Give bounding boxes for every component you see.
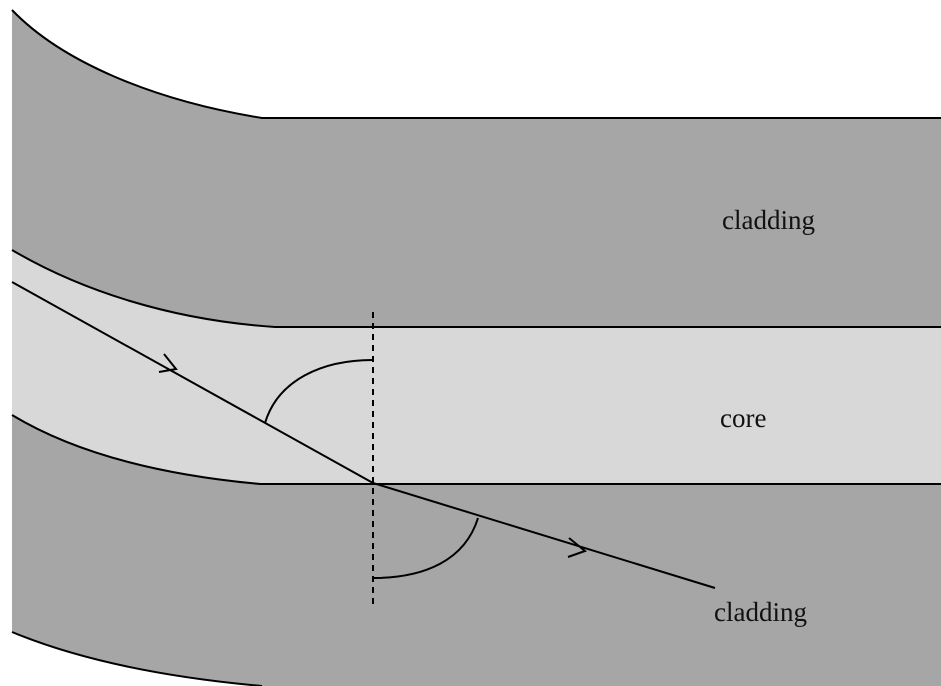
core-region bbox=[12, 250, 941, 484]
cladding-top-label: cladding bbox=[722, 205, 815, 235]
boundary-lines bbox=[11, 9, 941, 686]
cladding-bottom-label: cladding bbox=[714, 597, 807, 627]
core-label: core bbox=[720, 403, 766, 433]
incident-arrow-icon bbox=[158, 353, 178, 373]
refracted-ray bbox=[372, 482, 716, 589]
incident-ray bbox=[11, 281, 374, 484]
cladding-top-region bbox=[12, 10, 941, 327]
core-bottom-boundary bbox=[11, 414, 941, 485]
outer-top-boundary bbox=[11, 9, 941, 119]
light-ray bbox=[11, 281, 716, 589]
angle-arcs bbox=[264, 359, 479, 579]
angle-of-incidence-arc bbox=[264, 359, 374, 424]
refracted-arrow-icon bbox=[567, 537, 588, 558]
outer-bottom-boundary bbox=[11, 631, 263, 686]
core-top-boundary bbox=[11, 249, 941, 328]
angle-of-refraction-arc bbox=[372, 517, 479, 579]
